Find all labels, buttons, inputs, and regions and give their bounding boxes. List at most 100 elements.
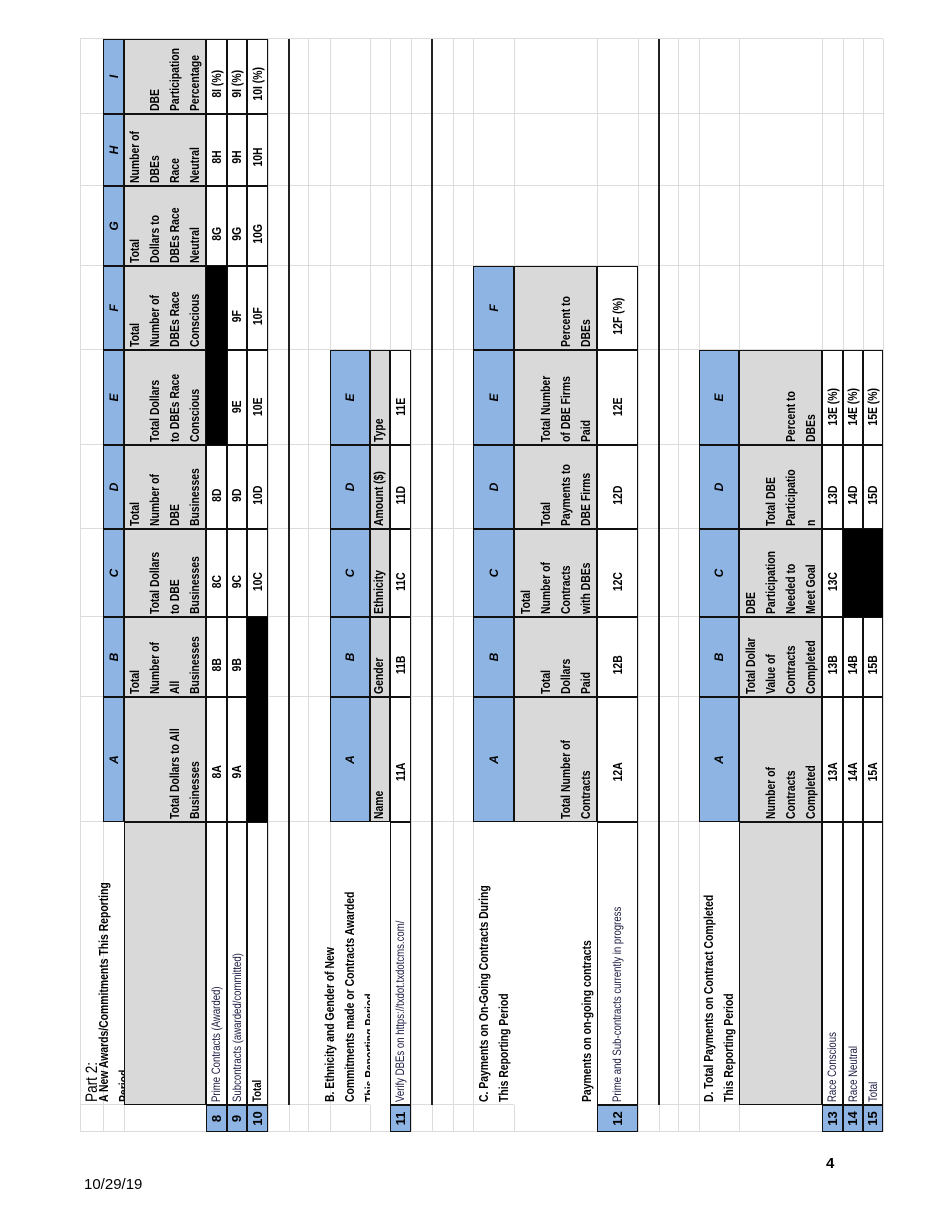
column-letter-c-text: C <box>486 568 501 578</box>
column-header-text: DBE Participation Percentage <box>147 48 202 111</box>
column-header: Total Number of DBEs Race Neutral <box>124 114 206 186</box>
row-label: Subcontracts (awarded/committed) <box>227 822 247 1105</box>
data-cell: 12B <box>597 617 638 697</box>
data-cell: 9C <box>227 529 247 617</box>
gridline <box>883 39 884 1132</box>
column-header: DBE Participation Needed to Meet Goal <box>739 529 822 617</box>
data-cell: 10F <box>247 266 268 350</box>
column-header: DBE Business Name <box>370 697 390 822</box>
column-letter-a-text: A <box>486 755 501 764</box>
gridline <box>678 39 679 1132</box>
data-cell: 8I (%) <box>206 39 227 114</box>
data-cell: 12F (%) <box>597 266 638 350</box>
data-cell: 10E <box>247 350 268 445</box>
column-letter-e-text: E <box>712 393 726 402</box>
gridline <box>411 39 412 1132</box>
column-header-text: Total Number of DBEs Race Neutral <box>127 131 202 183</box>
gridline <box>453 39 454 1132</box>
data-cell: 11C <box>390 529 411 617</box>
data-cell-text: 11B <box>392 655 408 675</box>
gridline <box>268 39 269 1132</box>
column-header-text: Total DBE Participatio n <box>763 469 818 526</box>
column-header: Number of Contracts Completed <box>739 697 822 822</box>
gridline <box>80 1131 883 1132</box>
column-header-text: Total Number of DBE Firms Paid <box>538 375 593 442</box>
data-cell-text: 11A <box>392 762 408 782</box>
data-cell-text: 8G <box>208 226 224 241</box>
column-letter-a: A <box>473 697 514 822</box>
column-letter-e-text: E <box>106 393 121 402</box>
column-header-text: Ethnicity <box>371 570 386 614</box>
column-letter-b-text: B <box>106 652 121 662</box>
data-cell: 8B <box>206 617 227 697</box>
column-header: Ethnicity <box>370 529 390 617</box>
column-header: Total Number of DBE Businesses <box>124 445 206 529</box>
header-label-text: Payments on on-going contracts <box>579 940 594 1102</box>
data-cell: 13A <box>822 697 843 822</box>
data-cell-text: 9H <box>229 150 244 164</box>
row-number: 13 <box>822 1105 843 1132</box>
blocked-cell <box>247 697 268 822</box>
column-header: Total Number of Contracts with DBEs <box>514 529 597 617</box>
column-header-text: Amount ($) <box>371 471 386 526</box>
data-cell: 8H <box>206 114 227 186</box>
column-letter-e-text: E <box>343 393 357 402</box>
data-cell: 14B <box>843 617 863 697</box>
row-number-text: 9 <box>229 1114 244 1123</box>
column-letter-c-text: C <box>343 568 357 578</box>
data-cell: 15E (%) <box>863 350 883 445</box>
column-header: Amount ($) <box>370 445 390 529</box>
data-cell-text: 10C <box>249 572 265 592</box>
row-number: 14 <box>843 1105 863 1132</box>
column-header: Total Number of DBE Firms Paid <box>514 350 597 445</box>
data-cell: 10C <box>247 529 268 617</box>
data-cell: 13E (%) <box>822 350 843 445</box>
column-header: Gender <box>370 617 390 697</box>
column-header-text: Total Number of Contracts with DBEs <box>518 562 593 614</box>
row-label: Race Conscious <box>822 822 843 1105</box>
blocked-cell <box>247 617 268 697</box>
data-cell-text: 9A <box>229 765 244 779</box>
row-label-text: Prime and Sub-contracts currently in pro… <box>610 906 624 1102</box>
data-cell-text: 10E <box>249 397 265 417</box>
data-cell: 11E <box>390 350 411 445</box>
data-cell-text: 13C <box>824 572 840 592</box>
data-cell-text: 9E <box>229 400 244 414</box>
column-letter-d-text: D <box>486 482 501 492</box>
data-cell: 10D <box>247 445 268 529</box>
data-cell-text: 15A <box>865 762 880 782</box>
column-letter-b-text: B <box>486 652 501 662</box>
data-cell-text: 13E (%) <box>824 388 840 426</box>
data-cell-text: 11C <box>392 572 408 591</box>
column-letter-e: E <box>330 350 370 445</box>
blocked-cell <box>843 529 863 617</box>
data-cell: 15A <box>863 697 883 822</box>
section-divider <box>431 39 433 1105</box>
column-header-text: Total Dollar Value of Contracts Complete… <box>743 637 818 694</box>
data-cell-text: 8A <box>208 765 224 779</box>
row-label-text: Race Conscious <box>825 1032 839 1102</box>
page-number: 4 <box>826 1155 835 1172</box>
column-header-text: Total Number of DBEs Race Conscious <box>127 291 202 348</box>
column-letter-b: B <box>473 617 514 697</box>
row-number-text: 13 <box>824 1111 840 1126</box>
column-letter-i-text: I <box>106 74 121 79</box>
column-letter-i: I <box>103 39 124 114</box>
data-cell-text: 14B <box>845 655 860 675</box>
data-cell: 13D <box>822 445 843 529</box>
row-label-text: Total <box>865 1081 880 1102</box>
spreadsheet-part-2: Part 2:A New Awards/Commitments This Rep… <box>80 38 885 1132</box>
data-cell-text: 9C <box>229 574 244 589</box>
data-cell: 12D <box>597 445 638 529</box>
section-title: C. Payments on On-Going Contracts During… <box>473 822 514 1105</box>
column-letter-a: A <box>699 697 739 822</box>
data-cell: 11B <box>390 617 411 697</box>
data-cell-text: 10D <box>249 485 265 505</box>
data-cell-text: 12E <box>609 397 625 417</box>
row-number: 9 <box>227 1105 247 1132</box>
column-header-text: Gender <box>371 657 386 694</box>
column-letter-h: H <box>103 114 124 186</box>
column-header: Total Number of All Businesses <box>124 617 206 697</box>
data-cell: 10G <box>247 186 268 266</box>
header-label <box>370 822 390 1105</box>
